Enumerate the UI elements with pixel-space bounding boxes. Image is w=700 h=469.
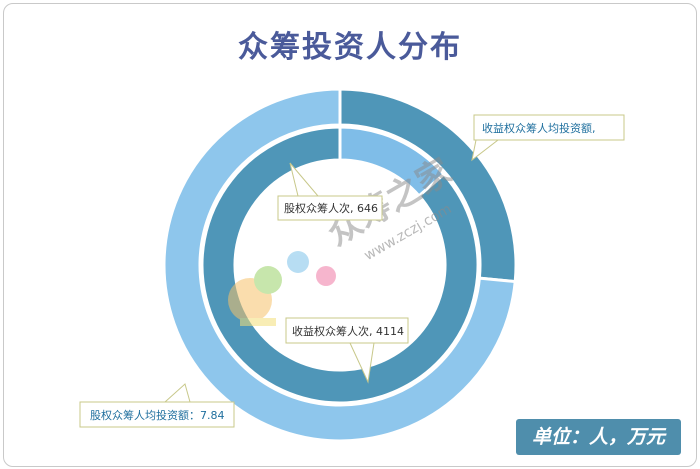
inner-ring-slice-2 — [200, 125, 480, 405]
callout-outer-revenue-label: 收益权众筹人均投资额, — [482, 121, 596, 135]
logo-figure-pink — [316, 266, 336, 286]
callout-inner-revenue: 收益权众筹人次, 4114 — [285, 317, 409, 384]
logo-figure-blue — [287, 251, 309, 273]
callout-inner-equity-label: 股权众筹人次, 646 — [284, 201, 378, 215]
callout-box — [285, 317, 409, 344]
callout-inner-revenue-label: 收益权众筹人次, 4114 — [292, 324, 404, 338]
callout-outer-revenue: 收益权众筹人均投资额, — [471, 114, 625, 162]
callout-box — [277, 195, 383, 221]
outer-ring — [162, 87, 518, 443]
callout-outer-equity-label: 股权众筹人均投资额：7.84 — [90, 408, 225, 422]
unit-badge: 单位：人，万元 — [516, 419, 681, 455]
outer-ring-slice-2 — [162, 87, 517, 443]
watermark-logo — [228, 251, 336, 326]
logo-figure-green — [254, 266, 282, 294]
inner-ring — [200, 125, 480, 405]
callout-box — [79, 401, 235, 428]
callout-inner-equity: 股权众筹人次, 646 — [277, 162, 383, 221]
callout-outer-equity: 股权众筹人均投资额：7.84 — [79, 383, 235, 428]
chart-title: 众筹投资人分布 — [238, 30, 462, 65]
logo-base — [240, 318, 276, 326]
callout-box — [473, 114, 625, 141]
